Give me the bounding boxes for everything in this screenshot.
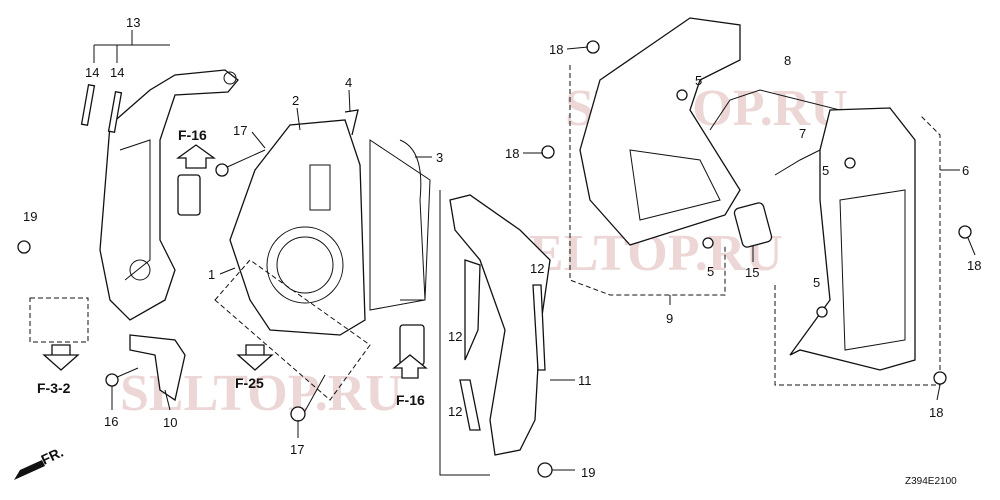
callout-17: 17 <box>290 442 304 457</box>
reference-f3-2[interactable]: F-3-2 <box>37 380 71 396</box>
callout-12: 12 <box>530 261 544 276</box>
down-arrow-icon <box>236 344 274 371</box>
muffler-cover-part <box>774 107 972 386</box>
callout-13: 13 <box>126 15 140 30</box>
callout-15: 15 <box>745 265 759 280</box>
front-arrow-icon <box>14 460 45 480</box>
callout-5: 5 <box>695 73 702 88</box>
front-indicator: FR. <box>39 444 66 468</box>
seal-part <box>399 139 426 301</box>
callout-8: 8 <box>784 53 791 68</box>
leader-lines <box>93 30 976 438</box>
diagram-code: Z394E2100 <box>905 476 957 487</box>
up-arrow-icon <box>175 144 217 169</box>
callout-18: 18 <box>967 258 981 273</box>
fan-shroud-part <box>229 109 366 336</box>
callout-4: 4 <box>345 75 352 90</box>
guide-plate-part <box>439 190 575 478</box>
callout-19: 19 <box>23 209 37 224</box>
callout-1: 1 <box>208 267 215 282</box>
bolt-part <box>17 149 326 422</box>
callout-7: 7 <box>799 126 806 141</box>
callout-10: 10 <box>163 415 177 430</box>
callout-9: 9 <box>666 311 673 326</box>
callout-17: 17 <box>233 123 247 138</box>
callout-19: 19 <box>581 465 595 480</box>
down-arrow-icon <box>42 344 80 371</box>
callout-3: 3 <box>436 150 443 165</box>
callout-5: 5 <box>813 275 820 290</box>
reference-f16[interactable]: F-16 <box>396 392 425 408</box>
callout-18: 18 <box>549 42 563 57</box>
callout-12: 12 <box>448 404 462 419</box>
callout-14: 14 <box>110 65 124 80</box>
callout-5: 5 <box>707 264 714 279</box>
grommet-part <box>177 174 201 216</box>
reference-f25[interactable]: F-25 <box>235 375 264 391</box>
reference-f16[interactable]: F-16 <box>178 127 207 143</box>
callout-18: 18 <box>929 405 943 420</box>
dashed-group <box>29 297 89 343</box>
left-cover-part <box>80 69 239 321</box>
bracket-part <box>129 334 186 402</box>
callout-2: 2 <box>292 93 299 108</box>
callout-16: 16 <box>104 414 118 429</box>
callout-14: 14 <box>85 65 99 80</box>
callout-12: 12 <box>448 329 462 344</box>
upper-cover-part <box>541 17 773 296</box>
dashed-group <box>214 259 371 401</box>
callout-6: 6 <box>962 163 969 178</box>
up-arrow-icon <box>392 354 428 379</box>
callout-11: 11 <box>578 373 592 388</box>
callout-18: 18 <box>505 146 519 161</box>
callout-5: 5 <box>822 163 829 178</box>
